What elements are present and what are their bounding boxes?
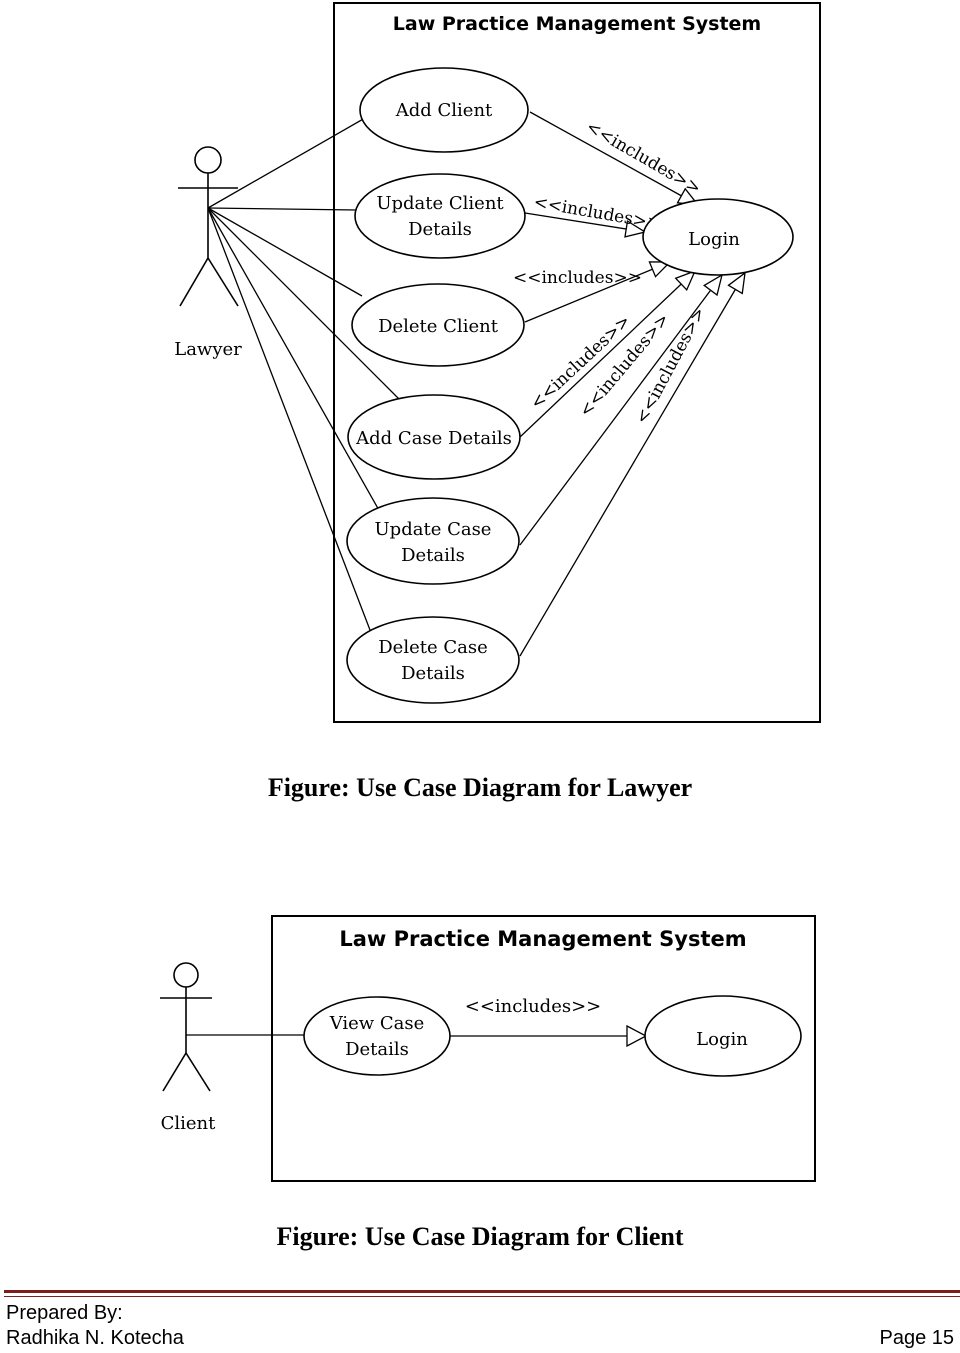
client-actor-icon: [160, 962, 212, 1092]
client-use-case-diagram: Law Practice Management System Client <<…: [160, 915, 816, 1182]
use-case-label-login: Login: [688, 229, 740, 250]
use-case-delete-client: [351, 283, 525, 367]
use-case-label-login: Login: [696, 1029, 748, 1050]
use-case-label: View Case: [329, 1013, 425, 1034]
lawyer-actor-icon: [178, 146, 239, 307]
include-arrows: [519, 111, 746, 657]
use-case-label: Details: [345, 1039, 409, 1060]
use-case-label: Add Case Details: [355, 428, 512, 449]
figure-caption-lawyer: Figure: Use Case Diagram for Lawyer: [267, 773, 693, 802]
use-case-label: Add Client: [395, 100, 493, 121]
system-title: Law Practice Management System: [339, 927, 746, 951]
use-case-label: Details: [401, 545, 465, 566]
footer-page-number: Page 15: [879, 1327, 954, 1349]
use-case-update-case-details: [346, 497, 520, 585]
actor-label-lawyer: Lawyer: [174, 339, 242, 360]
use-case-delete-case-details: [346, 616, 520, 704]
system-boundary: [271, 915, 816, 1182]
actor-label-client: Client: [161, 1113, 217, 1134]
use-case-add-case-details: [347, 394, 521, 480]
use-case-login: [642, 198, 794, 276]
footer-rule-thick: [4, 1290, 960, 1293]
include-label: <<includes>>: [583, 117, 705, 199]
include-label: <<includes>>: [532, 192, 662, 234]
include-label: <<includes>>: [513, 268, 642, 288]
lawyer-use-case-diagram: Law Practice Management System Lawyer <<…: [174, 2, 821, 723]
footer-prepared-by: Prepared By:: [6, 1302, 123, 1324]
include-labels: <<includes>> <<includes>> <<includes>> <…: [513, 117, 710, 427]
system-title: Law Practice Management System: [393, 13, 761, 35]
use-case-view-case-details: [303, 996, 451, 1076]
use-case-add-client: [359, 67, 529, 153]
use-case-label: Delete Client: [378, 316, 499, 337]
use-case-login: [644, 995, 802, 1077]
figure-caption-client: Figure: Use Case Diagram for Client: [276, 1222, 684, 1251]
associations: [207, 117, 401, 631]
use-case-label: Details: [408, 219, 472, 240]
use-case-label: Details: [401, 663, 465, 684]
footer-author: Radhika N. Kotecha: [6, 1327, 184, 1349]
footer-rule-thin: [4, 1296, 960, 1297]
use-case-label: Update Client: [376, 193, 504, 214]
use-case-label: Delete Case: [378, 637, 488, 658]
include-label: <<includes>>: [465, 996, 602, 1017]
use-case-label: Update Case: [375, 519, 492, 540]
use-case-update-client-details: [354, 173, 526, 259]
system-boundary: [333, 2, 821, 723]
